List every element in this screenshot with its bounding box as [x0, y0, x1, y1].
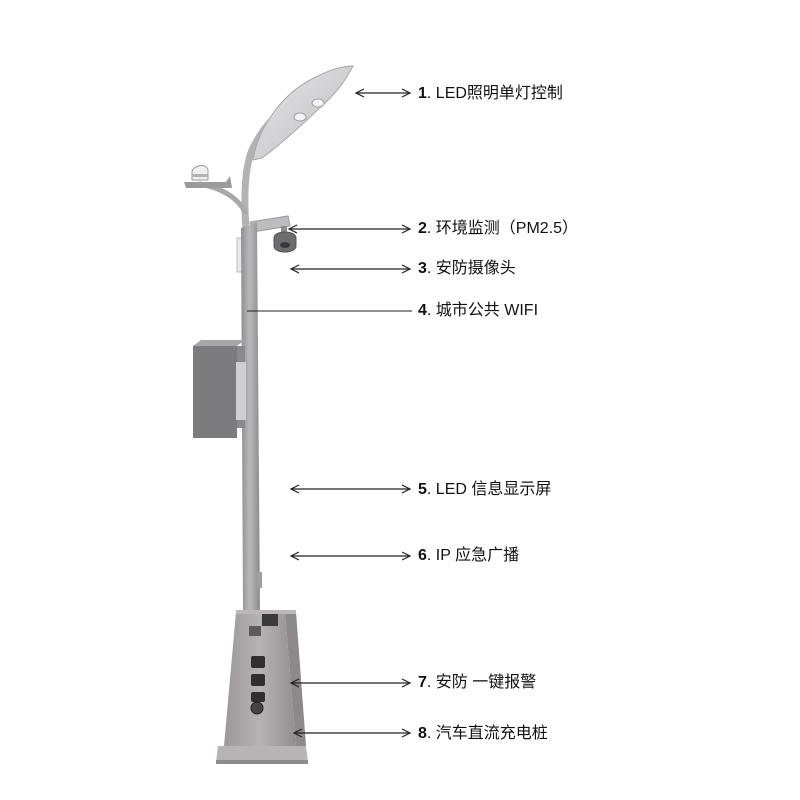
arrow-head — [354, 88, 365, 98]
led-display-icon — [193, 346, 237, 438]
annotation-environment-monitoring: 2. 环境监测（PM2.5） — [418, 220, 579, 237]
charging-socket — [250, 701, 264, 715]
foot-plate-edge — [216, 760, 308, 764]
charger-slot — [249, 626, 261, 636]
arrow-head — [401, 224, 412, 234]
lamp-led-module — [311, 98, 325, 108]
arrow-head — [401, 264, 412, 274]
annotation-security-camera: 3. 安防摄像头 — [418, 260, 516, 277]
arrow-head — [401, 484, 412, 494]
arrow-head — [289, 678, 300, 688]
foot-plate — [216, 746, 308, 762]
annotation-led-display: 5. LED 信息显示屏 — [418, 481, 552, 498]
arrow-head — [287, 224, 298, 234]
alarm-button — [251, 674, 265, 686]
arrow-head — [289, 484, 300, 494]
arrow-head — [401, 678, 412, 688]
arrow-head — [289, 551, 300, 561]
annotation-public-wifi: 4. 城市公共 WIFI — [418, 302, 539, 319]
arrow-head — [401, 551, 412, 561]
led-display-top — [193, 340, 245, 346]
annotation-ev-charger: 8. 汽车直流充电桩 — [418, 725, 548, 742]
arrow-head — [401, 728, 412, 738]
sensor-bracket — [184, 176, 232, 188]
charger-panel — [262, 614, 278, 626]
pole-shaft — [241, 222, 260, 612]
sensor-band — [192, 174, 208, 177]
camera-mount — [281, 226, 287, 234]
annotation-led-lighting: 1. LED照明单灯控制 — [418, 85, 563, 102]
arrow-head — [289, 264, 300, 274]
alarm-button — [251, 656, 265, 668]
annotation-ip-broadcast: 6. IP 应急广播 — [418, 547, 520, 564]
alarm-button — [251, 692, 265, 702]
arrow-head — [401, 88, 412, 98]
arrow-head — [292, 728, 303, 738]
led-display-side-panel — [236, 362, 246, 420]
annotation-emergency-alarm: 7. 安防 一键报警 — [418, 674, 537, 691]
base-top — [236, 610, 296, 614]
base-right-face — [285, 612, 306, 746]
lamp-led-module — [293, 112, 307, 122]
camera-lens — [280, 242, 290, 248]
ip-broadcast-speaker — [257, 572, 262, 588]
